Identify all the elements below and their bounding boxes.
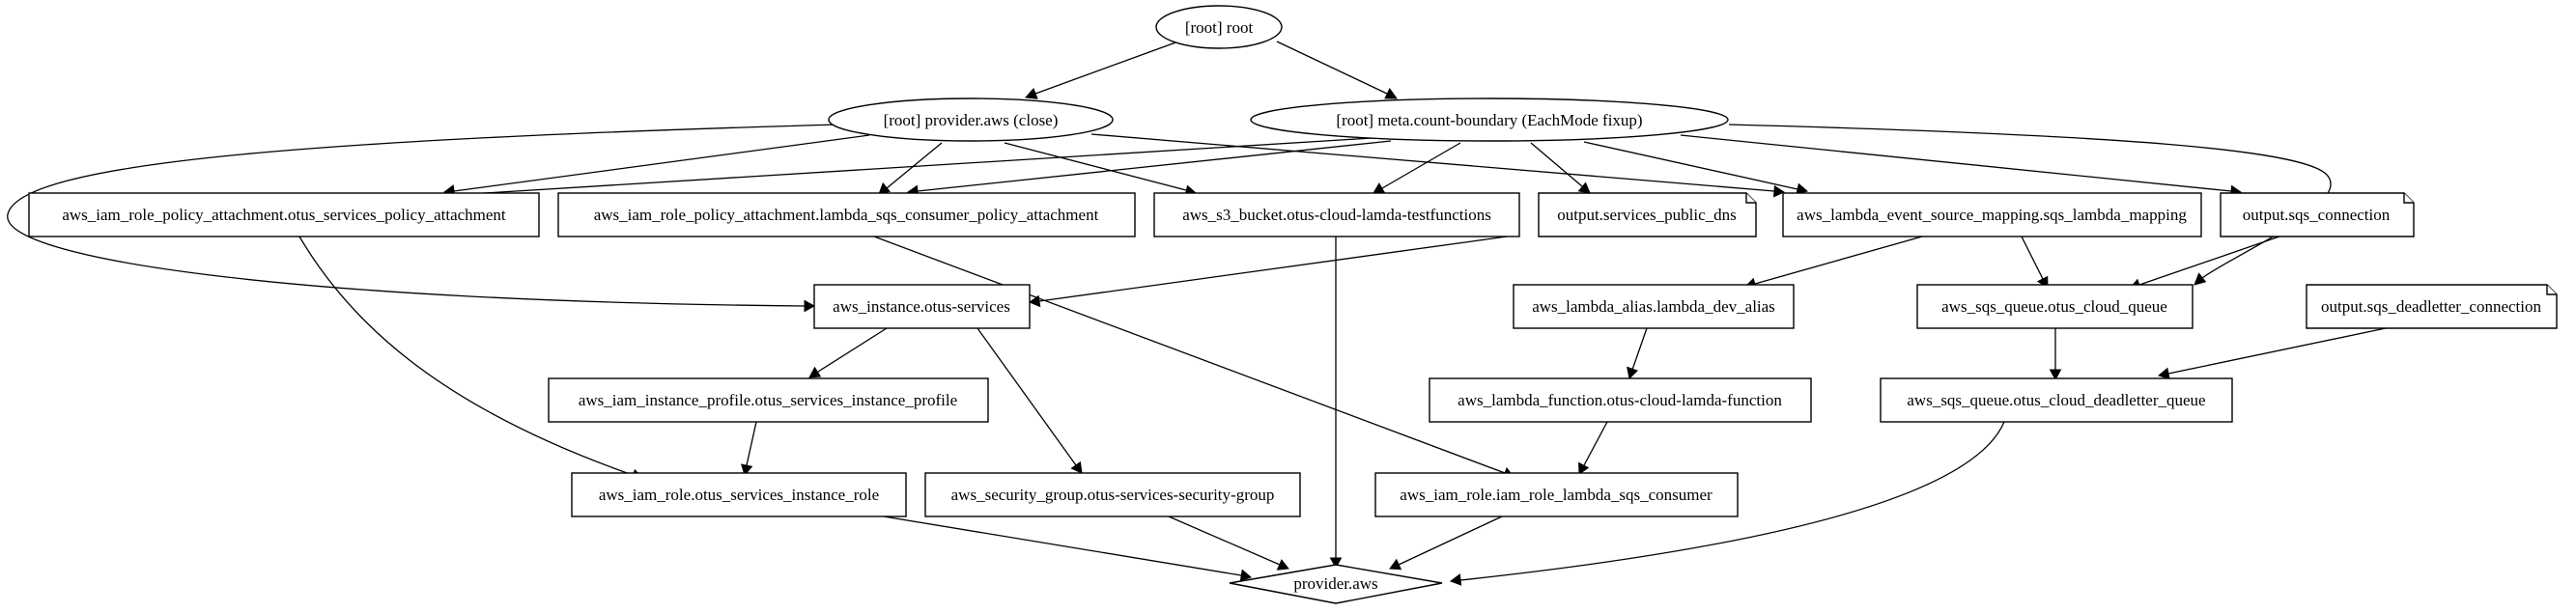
edge-instance-security-group (977, 327, 1077, 466)
edge-out-sqs-conn-sqs-queue (2138, 236, 2280, 286)
edge-root-meta-arrow (1384, 88, 1398, 99)
edge-security-group-provider-arrow (1276, 559, 1289, 571)
edge-root-provider-close (1034, 41, 1179, 95)
node-root-label: [root] root (1185, 18, 1254, 37)
node-lambda-alias[interactable]: aws_lambda_alias.lambda_dev_alias (1513, 284, 1795, 329)
node-lambda-alias-label: aws_lambda_alias.lambda_dev_alias (1532, 297, 1775, 316)
edge-provclose-instance (7, 124, 839, 307)
node-iam-role-lambda-label: aws_iam_role.iam_role_lambda_sqs_consume… (1400, 486, 1713, 504)
edge-security-group-provider (1168, 515, 1281, 566)
edge-provclose-instance-arrow (804, 299, 816, 313)
edge-out-deadletter-deadletter-arrow (2157, 367, 2170, 380)
edge-provclose-event-mapping (1090, 133, 1775, 192)
node-event-source-mapping-label: aws_lambda_event_source_mapping.sqs_lamb… (1797, 206, 2187, 224)
edge-out-deadletter-deadletter (2167, 327, 2387, 375)
node-output-sqs-connection-label: output.sqs_connection (2243, 206, 2391, 224)
edge-instance-security-group-arrow (1070, 460, 1083, 474)
edge-event-mapping-lambda-alias (1754, 236, 1923, 285)
edge-role-instance-provider (883, 515, 1242, 576)
edge-provclose-policy-lambda (886, 142, 943, 189)
node-lambda-function[interactable]: aws_lambda_function.otus-cloud-lamda-fun… (1429, 377, 1812, 423)
edge-meta-event-mapping (1583, 141, 1798, 190)
edge-root-provider-close-arrow (1024, 87, 1038, 99)
edge-sqs-queue-deadletter-arrow (2049, 369, 2062, 381)
edge-role-instance-provider-arrow (1239, 569, 1253, 582)
node-root[interactable]: [root] root (1155, 5, 1283, 49)
edge-policy-services-role-instance (298, 236, 634, 476)
edge-lambda-alias-function-arrow (1627, 366, 1639, 380)
node-meta-count-boundary[interactable]: [root] meta.count-boundary (EachMode fix… (1250, 98, 1729, 142)
node-policy-attach-lambda-label: aws_iam_role_policy_attachment.lambda_sq… (594, 206, 1099, 224)
edge-deadletter-provider (1459, 421, 2005, 581)
node-provider-aws-close[interactable]: [root] provider.aws (close) (828, 98, 1114, 142)
node-s3-bucket-label: aws_s3_bucket.otus-cloud-lamda-testfunct… (1182, 206, 1491, 224)
node-s3-bucket[interactable]: aws_s3_bucket.otus-cloud-lamda-testfunct… (1153, 192, 1520, 237)
edge-function-role-lambda (1583, 421, 1608, 466)
edge-provclose-policy-services (453, 134, 870, 192)
node-provider-aws-close-label: [root] provider.aws (close) (884, 111, 1059, 129)
edge-root-meta (1276, 41, 1388, 95)
edge-policy-lambda-role-lambda (873, 236, 1506, 474)
node-instance-profile-label: aws_iam_instance_profile.otus_services_i… (579, 391, 957, 409)
edge-function-role-lambda-arrow (1578, 461, 1590, 475)
node-security-group[interactable]: aws_security_group.otus-services-securit… (924, 472, 1301, 517)
edge-meta-out-dns (1530, 142, 1583, 187)
node-policy-attach-lambda[interactable]: aws_iam_role_policy_attachment.lambda_sq… (557, 192, 1136, 237)
edge-role-lambda-provider-arrow (1389, 558, 1402, 571)
node-instance-profile[interactable]: aws_iam_instance_profile.otus_services_i… (548, 377, 989, 423)
node-deadletter-queue[interactable]: aws_sqs_queue.otus_cloud_deadletter_queu… (1880, 377, 2233, 423)
edge-profile-role-instance-arrow (740, 463, 753, 477)
edge-meta-policy-services (453, 137, 1373, 196)
edge-meta-out-deadletter-arrow (2194, 272, 2207, 286)
node-lambda-function-label: aws_lambda_function.otus-cloud-lamda-fun… (1458, 391, 1782, 409)
edge-meta-s3 (1381, 142, 1461, 189)
edge-s3-provider-arrow (1329, 557, 1343, 570)
node-output-sqs-connection[interactable]: output.sqs_connection (2220, 192, 2415, 237)
node-output-sqs-deadletter[interactable]: output.sqs_deadletter_connection (2306, 284, 2558, 329)
edge-event-mapping-sqs-queue (2021, 236, 2044, 280)
edge-role-lambda-provider (1398, 515, 1503, 566)
edge-meta-out-sqs-conn (1680, 134, 2232, 192)
node-event-source-mapping[interactable]: aws_lambda_event_source_mapping.sqs_lamb… (1782, 192, 2202, 237)
node-iam-role-lambda[interactable]: aws_iam_role.iam_role_lambda_sqs_consume… (1374, 472, 1739, 517)
node-aws-instance[interactable]: aws_instance.otus-services (813, 284, 1031, 329)
node-deadletter-queue-label: aws_sqs_queue.otus_cloud_deadletter_queu… (1907, 391, 2205, 409)
edge-deadletter-provider-arrow (1449, 573, 1462, 586)
node-provider-aws[interactable]: provider.aws (1229, 564, 1443, 604)
node-output-services-public-dns[interactable]: output.services_public_dns (1538, 192, 1757, 237)
edge-profile-role-instance (746, 421, 757, 466)
edge-meta-out-dns-arrow (1577, 181, 1591, 194)
edge-meta-policy-lambda (917, 140, 1392, 192)
node-provider-aws-label: provider.aws (1293, 574, 1377, 593)
edge-instance-profile (817, 327, 888, 373)
node-iam-role-instance-label: aws_iam_role.otus_services_instance_role (599, 486, 879, 504)
edge-instance-profile-arrow (808, 366, 822, 378)
node-aws-instance-label: aws_instance.otus-services (833, 297, 1010, 316)
node-security-group-label: aws_security_group.otus-services-securit… (951, 486, 1275, 504)
node-output-services-public-dns-label: output.services_public_dns (1557, 206, 1737, 224)
node-output-sqs-deadletter-label: output.sqs_deadletter_connection (2321, 297, 2542, 316)
node-sqs-queue[interactable]: aws_sqs_queue.otus_cloud_queue (1916, 284, 2194, 329)
edge-provclose-s3 (1004, 142, 1187, 191)
node-policy-attach-services-label: aws_iam_role_policy_attachment.otus_serv… (62, 206, 506, 224)
node-sqs-queue-label: aws_sqs_queue.otus_cloud_queue (1941, 297, 2167, 316)
node-policy-attach-services[interactable]: aws_iam_role_policy_attachment.otus_serv… (28, 192, 540, 237)
edge-out-dns-instance-arrow (1028, 294, 1041, 308)
node-iam-role-instance[interactable]: aws_iam_role.otus_services_instance_role (571, 472, 907, 517)
edge-lambda-alias-function (1631, 327, 1648, 371)
edge-provclose-event-mapping-arrow (1772, 184, 1786, 198)
node-meta-count-boundary-label: [root] meta.count-boundary (EachMode fix… (1336, 111, 1642, 129)
nodes: [root] root [root] provider.aws (close) … (28, 5, 2558, 604)
edge-out-dns-instance (1038, 236, 1508, 302)
